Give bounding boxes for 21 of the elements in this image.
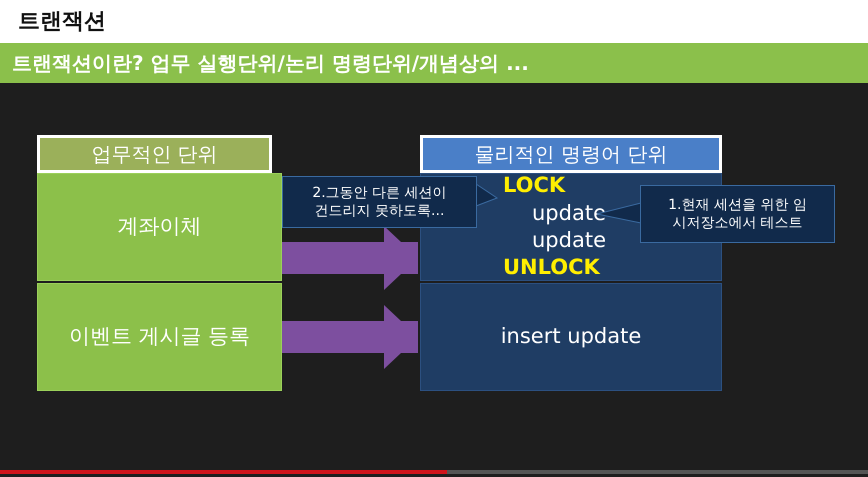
keyword-text: LOCK: [503, 172, 566, 200]
command-box: [420, 283, 722, 391]
callout-box: [282, 176, 477, 228]
callout-box: [640, 185, 835, 243]
block-arrow: [282, 305, 418, 369]
keyword-text: UNLOCK: [503, 254, 600, 282]
page-title: 트랜잭션: [18, 8, 106, 36]
callout-text: 2.그동안 다른 세션이 건드리지 못하도록...: [311, 184, 448, 220]
command-text: update update: [531, 200, 607, 254]
task-box: [37, 283, 282, 391]
block-arrow: [282, 226, 418, 290]
header-box: [37, 135, 272, 173]
callout-text: 1.현재 세션을 위한 임시저장소에서 테스트: [667, 196, 808, 232]
header-box: [420, 135, 722, 173]
box-text: insert update: [500, 323, 642, 350]
box-text: 계좌이체: [118, 213, 202, 240]
task-box: [37, 173, 282, 281]
banner-heading: 트랜잭션이란? 업무 실행단위/논리 명령단위/개념상의 ...: [12, 50, 529, 77]
box-text: 이벤트 게시글 등록: [68, 323, 250, 350]
box-text: 업무적인 단위: [91, 141, 218, 167]
box-text: 물리적인 명령어 단위: [474, 141, 668, 167]
